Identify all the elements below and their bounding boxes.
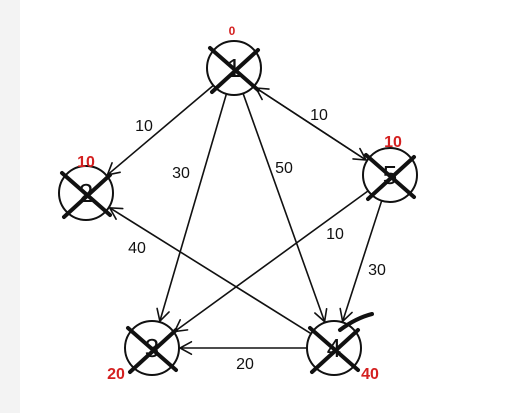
visited-cross-mark <box>364 153 416 201</box>
arrowhead-4-2 <box>108 206 124 220</box>
edge-weight-label: 30 <box>172 165 190 182</box>
node-5: 510 <box>362 134 418 203</box>
edge-1-3 <box>159 93 228 322</box>
edge-weight-label: 20 <box>236 356 254 373</box>
node-distance-label: 10 <box>384 134 402 151</box>
edge-5-1 <box>255 87 367 161</box>
node-distance-label: 10 <box>77 154 95 171</box>
visited-cross-mark <box>208 46 260 94</box>
edge-weight-label: 30 <box>368 262 386 279</box>
edge-1-4 <box>242 93 326 322</box>
edge-1-2 <box>106 84 214 176</box>
edge-5-3 <box>174 190 369 333</box>
edges-layer: 10 30 50 10 40 10 30 20 <box>106 84 386 373</box>
node-3: 320 <box>107 320 180 383</box>
edge-weight-label: 10 <box>326 226 344 243</box>
left-margin-strip <box>0 0 20 413</box>
check-stroke <box>338 312 374 332</box>
node-1: 10 <box>206 24 262 96</box>
node-2: 210 <box>58 154 114 221</box>
arrowhead-1-4 <box>314 307 328 324</box>
edge-weight-label: 10 <box>135 118 153 135</box>
node-distance-label: 20 <box>107 366 125 383</box>
node-distance-label: 0 <box>229 24 236 38</box>
edge-weight-label: 40 <box>128 240 146 257</box>
edge-5-4 <box>341 200 383 322</box>
edge-4-2 <box>109 207 312 335</box>
node-4: 440 <box>306 312 379 383</box>
node-distance-label: 40 <box>361 366 379 383</box>
visited-cross-mark <box>308 326 360 374</box>
visited-cross-mark <box>60 171 112 219</box>
edge-weight-label: 50 <box>275 160 293 177</box>
edge-weight-label: 10 <box>310 107 328 124</box>
visited-cross-mark <box>126 326 178 374</box>
